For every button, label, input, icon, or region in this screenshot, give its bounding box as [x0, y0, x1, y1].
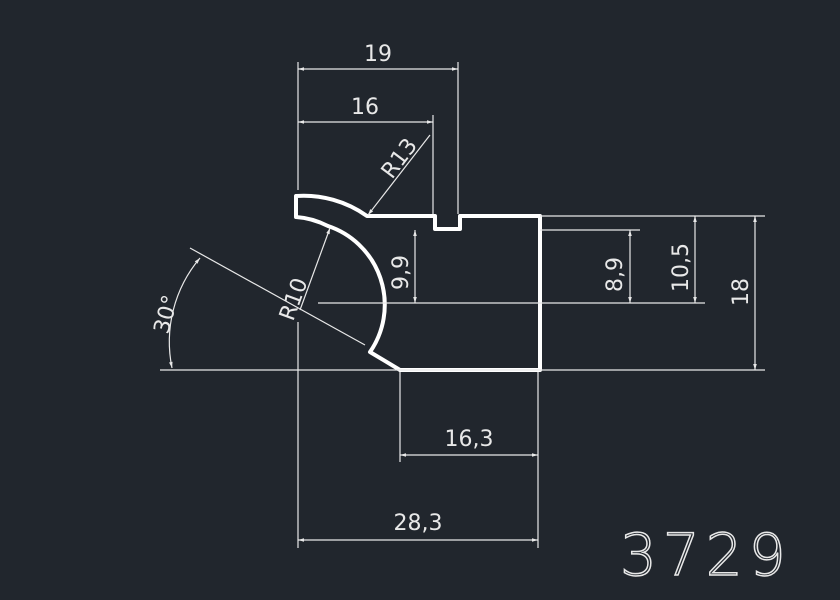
dim-28-3: 28,3 — [394, 511, 443, 536]
dim-r13: R13 — [377, 134, 423, 184]
dim-19: 19 — [364, 42, 392, 67]
dim-16: 16 — [351, 95, 379, 120]
dim-30deg: 30° — [150, 292, 184, 336]
dim-10-5: 10,5 — [669, 243, 694, 292]
dim-9-9: 9,9 — [389, 255, 414, 290]
dim-8-9: 8,9 — [603, 257, 628, 292]
profile-outline — [294, 193, 542, 372]
dim-16-3: 16,3 — [445, 427, 494, 452]
dim-18: 18 — [729, 278, 754, 306]
extension-lines — [160, 62, 765, 548]
dimension-lines — [168, 67, 757, 542]
dim-r10: R10 — [275, 275, 313, 324]
part-number: 3729 — [620, 521, 792, 589]
